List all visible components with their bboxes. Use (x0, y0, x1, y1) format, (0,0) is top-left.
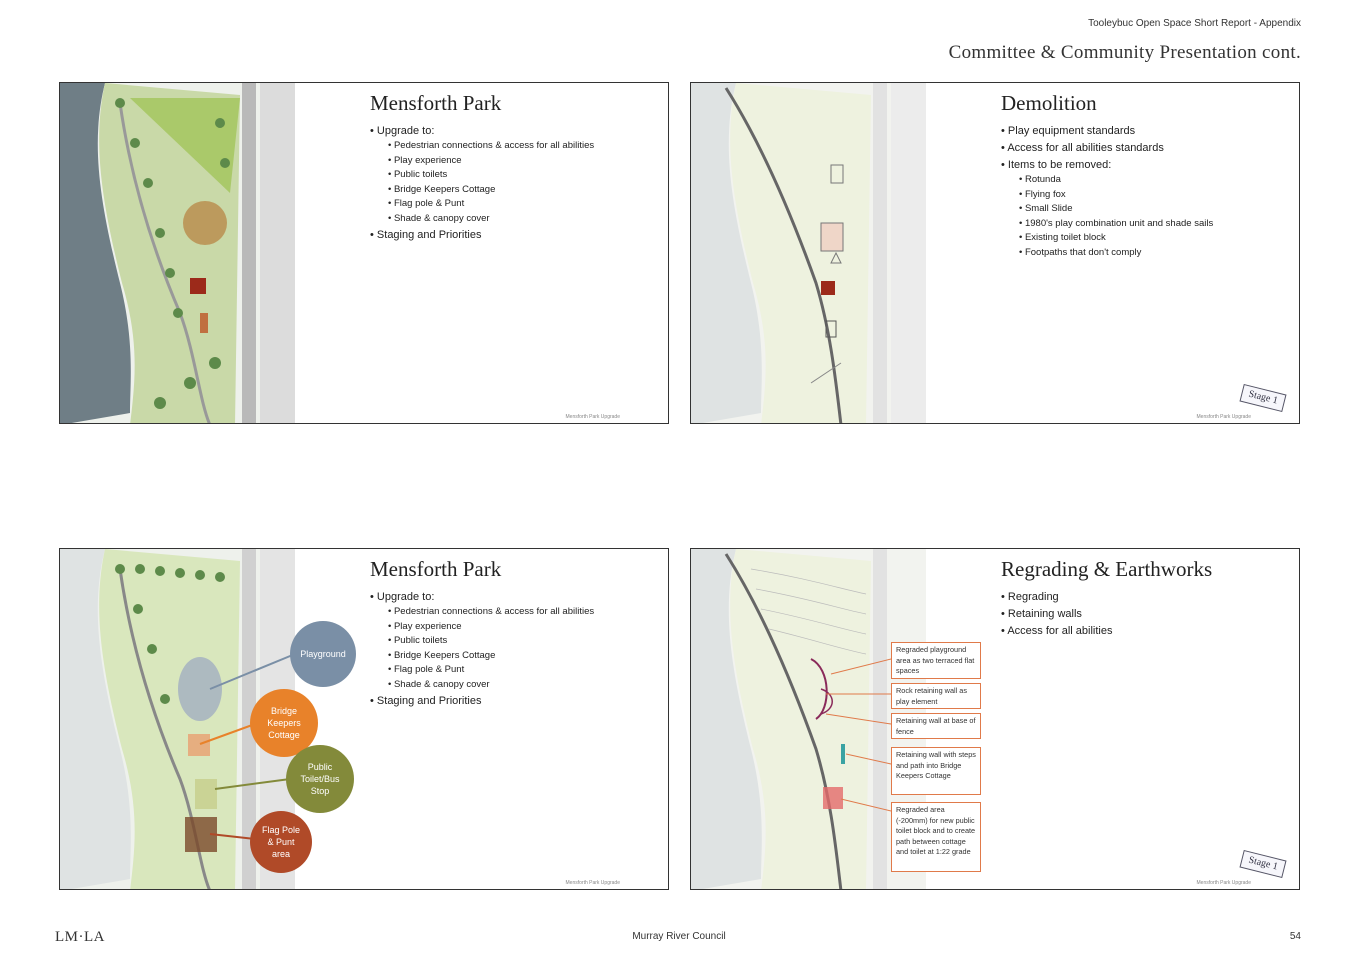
callout-retaining-wall-steps: Retaining wall with steps and path into … (891, 747, 981, 795)
bullet-list: Regrading Retaining walls Access for all… (1001, 591, 1112, 642)
earthworks-plan-map (691, 549, 926, 889)
callout-retaining-wall-fence: Retaining wall at base of fence (891, 713, 981, 739)
sub-bullet-item: Shade & canopy cover (388, 679, 594, 690)
callout-regraded-playground: Regraded playground area as two terraced… (891, 642, 981, 679)
bullet-text: Upgrade to: (376, 125, 435, 137)
sub-bullet-item: Pedestrian connections & access for all … (388, 606, 594, 617)
slide-footnote: Mensforth Park Upgrade (565, 880, 620, 886)
zone-leader-lines (199, 653, 296, 840)
sub-bullet-item: Existing toilet block (1019, 232, 1213, 243)
sub-bullet-item: Bridge Keepers Cottage (388, 184, 594, 195)
slide-footnote: Mensforth Park Upgrade (1196, 880, 1251, 886)
bullet-list: Upgrade to: Pedestrian connections & acc… (370, 125, 594, 246)
footer-council: Murray River Council (632, 931, 726, 942)
zone-circle-public-toilet: Public Toilet/Bus Stop (286, 745, 354, 813)
slide-footnote: Mensforth Park Upgrade (565, 414, 620, 420)
bullet-item: Staging and Priorities (370, 229, 594, 241)
sub-bullet-list: Pedestrian connections & access for all … (388, 140, 594, 224)
page-number: 54 (1289, 931, 1301, 942)
sub-bullet-item: 1980's play combination unit and shade s… (1019, 218, 1213, 229)
slide-demolition: Demolition Play equipment standards Acce… (690, 82, 1300, 424)
sub-bullet-item: Shade & canopy cover (388, 213, 594, 224)
bullet-item: Upgrade to: Pedestrian connections & acc… (370, 125, 594, 224)
sub-bullet-item: Flag pole & Punt (388, 198, 594, 209)
sub-bullet-item: Public toilets (388, 169, 594, 180)
sub-bullet-item: Flag pole & Punt (388, 664, 594, 675)
report-subtitle: Tooleybuc Open Space Short Report - Appe… (1088, 18, 1301, 29)
bullet-text: Upgrade to: (376, 591, 435, 603)
sub-bullet-item: Play experience (388, 621, 594, 632)
sub-bullet-item: Flying fox (1019, 189, 1213, 200)
bullet-item: Items to be removed: Rotunda Flying fox … (1001, 159, 1213, 258)
bullet-item: Access for all abilities (1001, 625, 1112, 637)
slide-title: Mensforth Park (370, 91, 502, 115)
slide-mensforth-park-1: Mensforth Park Upgrade to: Pedestrian co… (59, 82, 669, 424)
bullet-item: Retaining walls (1001, 608, 1112, 620)
bullet-list: Upgrade to: Pedestrian connections & acc… (370, 591, 594, 712)
sub-bullet-item: Public toilets (388, 635, 594, 646)
bullet-item: Play equipment standards (1001, 125, 1213, 137)
bullet-item: Access for all abilities standards (1001, 142, 1213, 154)
zone-circle-bridge-keepers-cottage: Bridge Keepers Cottage (250, 689, 318, 757)
zone-circle-playground: Playground (290, 621, 356, 687)
company-logo: LM·LA (55, 929, 105, 945)
callout-leader-lines (825, 658, 892, 812)
sub-bullet-list: Pedestrian connections & access for all … (388, 606, 594, 690)
callout-rock-retaining-wall: Rock retaining wall as play element (891, 683, 981, 709)
sub-bullet-item: Rotunda (1019, 174, 1213, 185)
bullet-text: Items to be removed: (1007, 159, 1112, 171)
demolition-plan-map (691, 83, 926, 423)
bullet-item: Staging and Priorities (370, 695, 594, 707)
sub-bullet-item: Play experience (388, 155, 594, 166)
slide-mensforth-park-2: Playground Bridge Keepers Cottage Public… (59, 548, 669, 890)
callout-regraded-area: Regraded area (-200mm) for new public to… (891, 802, 981, 872)
sub-bullet-list: Rotunda Flying fox Small Slide 1980's pl… (1019, 174, 1213, 258)
sub-bullet-item: Footpaths that don't comply (1019, 247, 1213, 258)
stage-stamp: Stage 1 (1239, 383, 1287, 413)
sub-bullet-item: Bridge Keepers Cottage (388, 650, 594, 661)
site-plan-map (60, 83, 295, 423)
zone-circle-flag-pole: Flag Pole & Punt area (250, 811, 312, 873)
sub-bullet-item: Pedestrian connections & access for all … (388, 140, 594, 151)
page-title: Committee & Community Presentation cont. (948, 42, 1301, 63)
stage-stamp: Stage 1 (1239, 849, 1287, 879)
slide-title: Regrading & Earthworks (1001, 557, 1213, 581)
bullet-item: Regrading (1001, 591, 1112, 603)
bullet-list: Play equipment standards Access for all … (1001, 125, 1213, 263)
sub-bullet-item: Small Slide (1019, 203, 1213, 214)
bullet-item: Upgrade to: Pedestrian connections & acc… (370, 591, 594, 690)
slide-title: Demolition (1001, 91, 1097, 115)
slide-footnote: Mensforth Park Upgrade (1196, 414, 1251, 420)
slide-regrading-earthworks: Regraded playground area as two terraced… (690, 548, 1300, 890)
slide-title: Mensforth Park (370, 557, 502, 581)
